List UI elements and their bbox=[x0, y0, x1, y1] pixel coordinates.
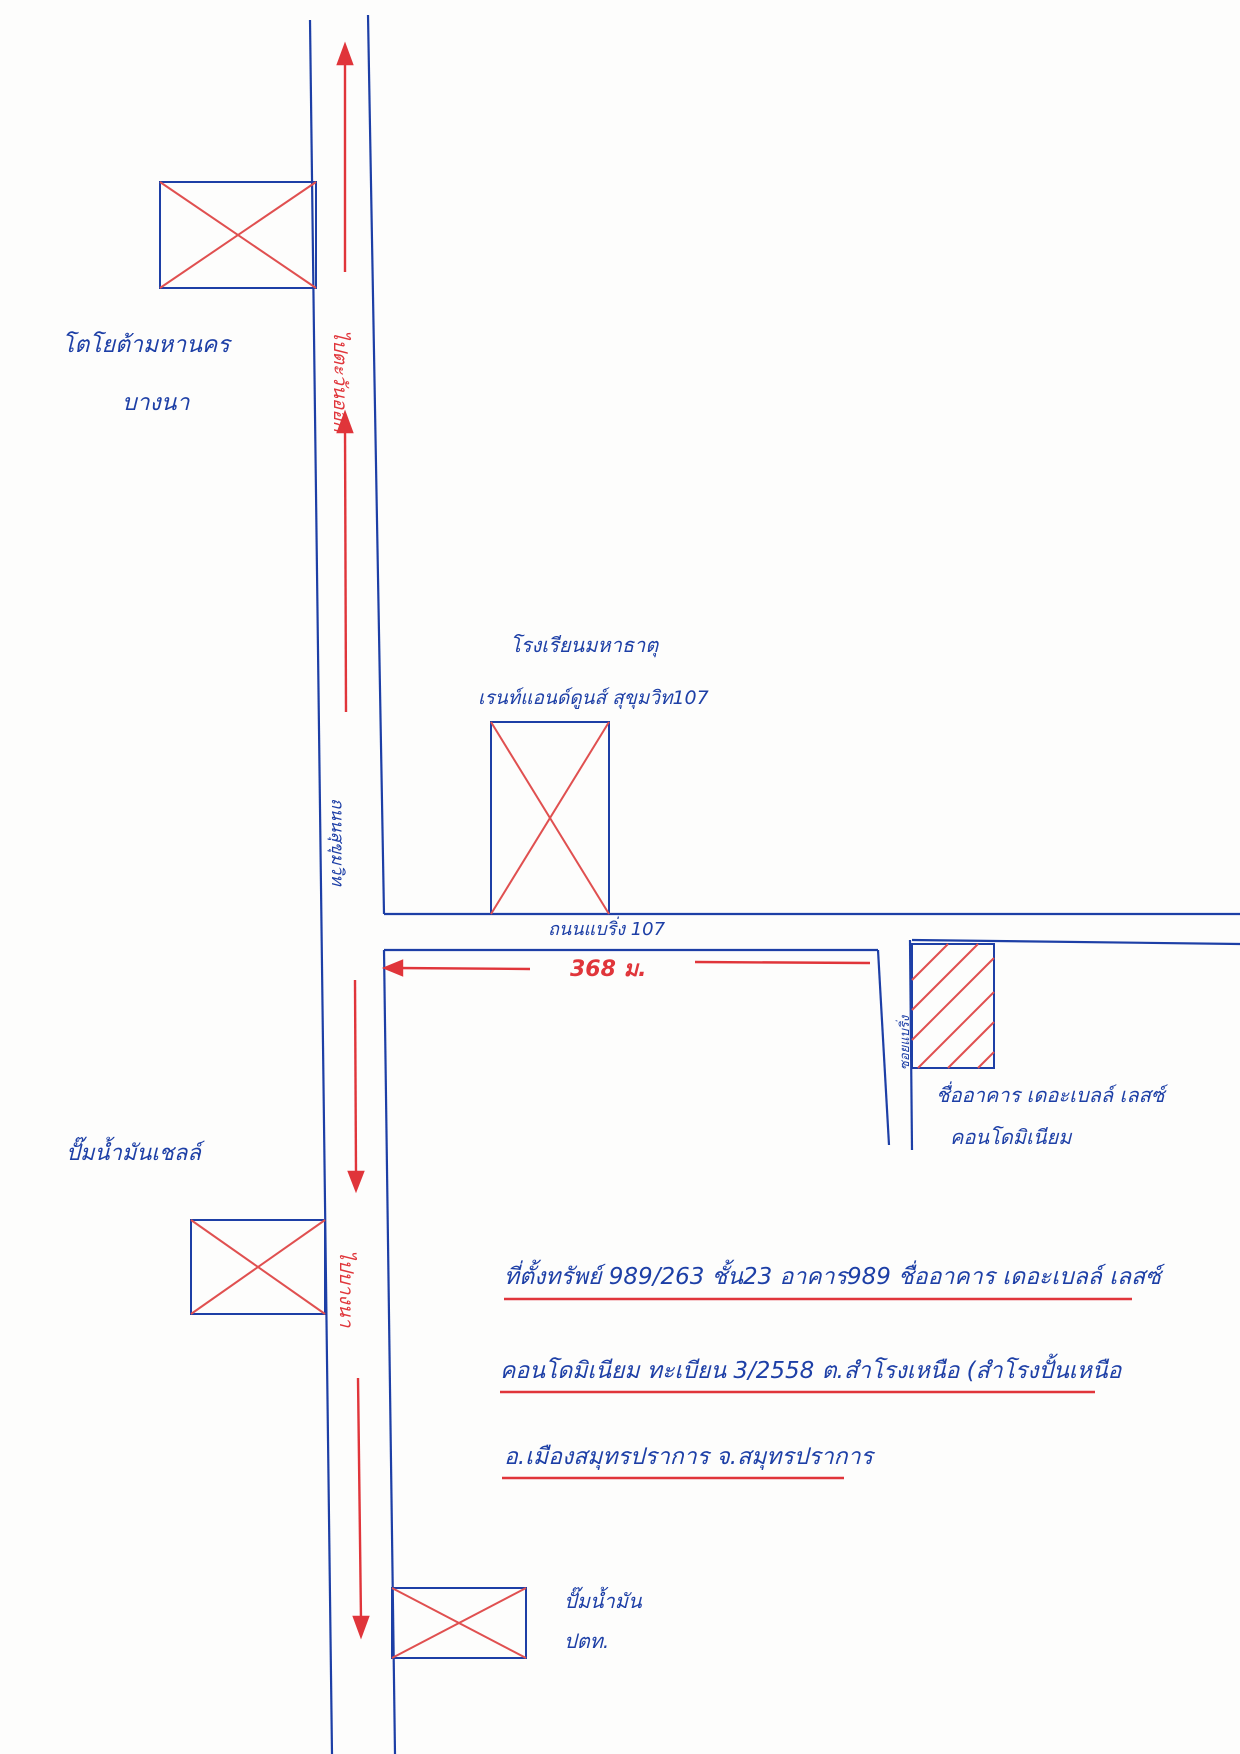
landmark-school-box bbox=[490, 721, 610, 915]
address-line-2: คอนโดมิเนียม ทะเบียน 3/2558 ต.สำโรงเหนือ… bbox=[500, 1353, 1123, 1384]
address-underlines bbox=[500, 1297, 1132, 1480]
side-road-soi-107 bbox=[384, 912, 1240, 1151]
toyota-label-line2: บางนา bbox=[122, 390, 190, 416]
main-road bbox=[308, 14, 397, 1754]
to-east-label: ไปตะวันออก bbox=[329, 330, 352, 434]
small-soi-label: ซอยแบริ่ง bbox=[895, 1014, 913, 1070]
gas-station-ptt-label-line2: ปตท. bbox=[564, 1629, 609, 1653]
address-line-3: อ.เมืองสมุทรปราการ จ.สมุทรปราการ bbox=[504, 1444, 875, 1470]
gas-station-shell-label: ปั๊มน้ำมันเชลล์ bbox=[66, 1136, 206, 1166]
to-west-label: ไปบางนา bbox=[335, 1250, 358, 1329]
main-road-label: ถนนสุขุมวิท bbox=[327, 798, 347, 887]
condo-label-line2: คอนโดมิเนียม bbox=[950, 1125, 1073, 1149]
school-label-line2: เรนท์แอนด์ดูนส์ สุขุมวิท107 bbox=[478, 687, 709, 709]
direction-arrows bbox=[336, 41, 871, 1640]
condo-property-box bbox=[911, 943, 995, 1069]
toyota-label-line1: โตโยต้ามหานคร bbox=[62, 331, 232, 358]
condo-label-line1: ชื่ออาคาร เดอะเบลล์ เลสซ์ bbox=[936, 1081, 1168, 1107]
school-label-line1: โรงเรียนมหาธาตุ bbox=[510, 633, 659, 658]
address-line-1: ที่ตั้งทรัพย์ 989/263 ชั้น23 อาคาร989 ชื… bbox=[504, 1259, 1166, 1290]
gas-station-shell-box bbox=[190, 1219, 326, 1315]
gas-station-ptt-box bbox=[391, 1587, 527, 1659]
gas-station-ptt-label-line1: ปั๊มน้ำมัน bbox=[564, 1586, 643, 1613]
distance-label: 368 ม. bbox=[570, 957, 646, 982]
soi-107-label: ถนนแบริ่ง 107 bbox=[548, 916, 666, 940]
landmark-toyota-box bbox=[159, 181, 317, 289]
